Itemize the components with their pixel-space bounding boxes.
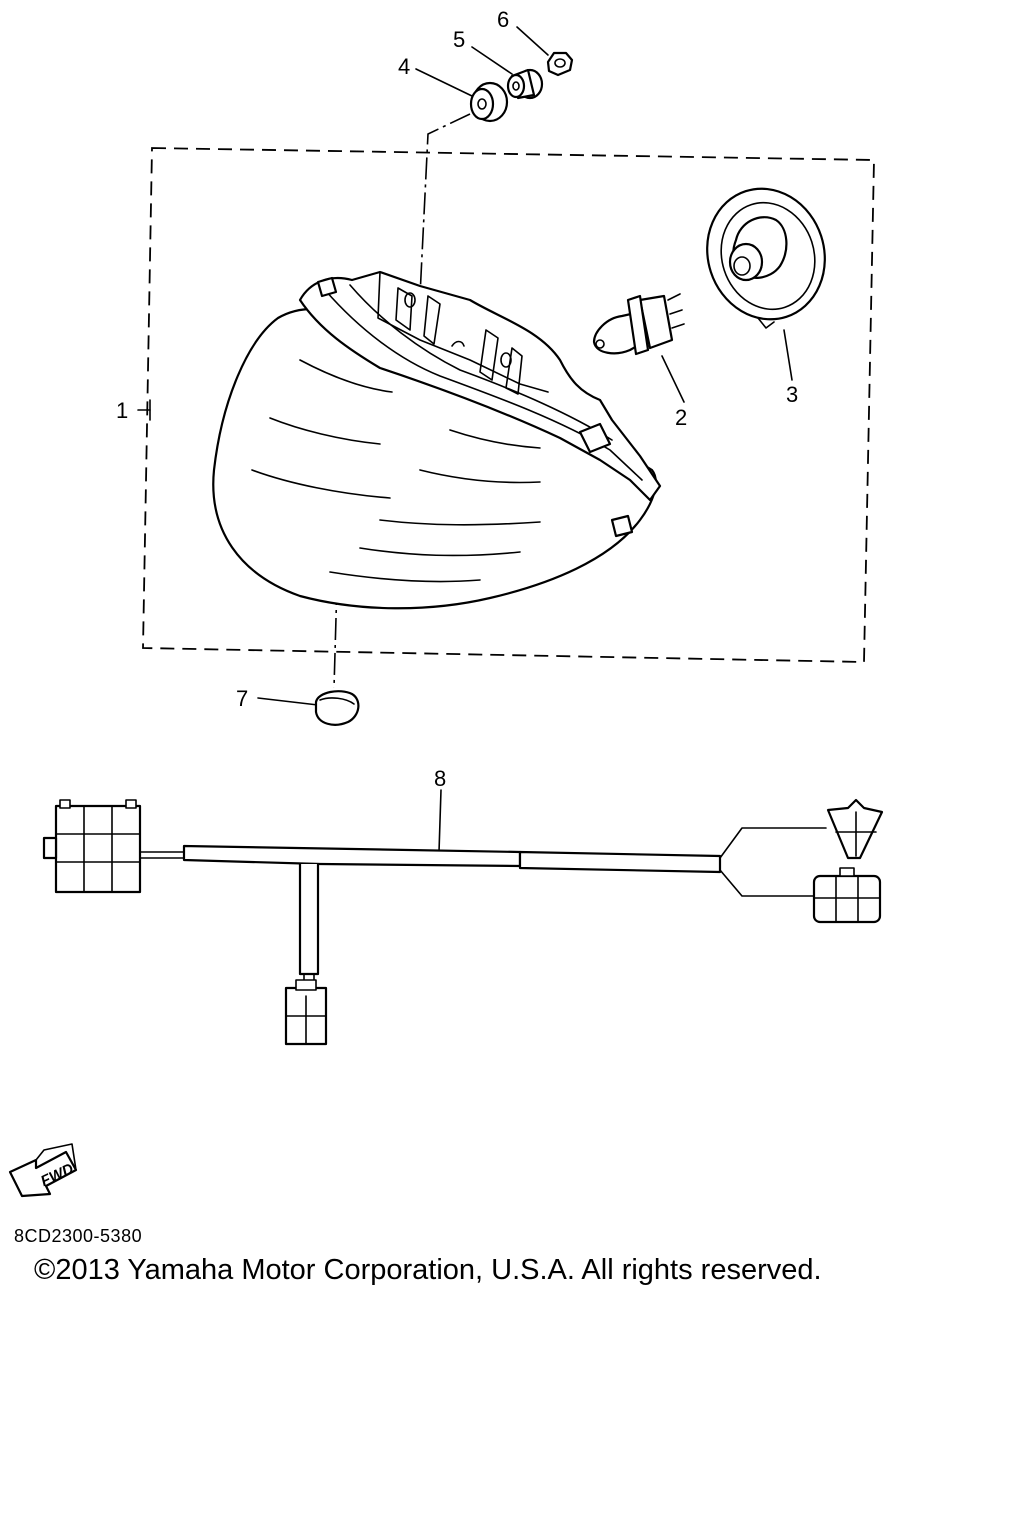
callout-8: 8 — [434, 766, 446, 791]
leader-7 — [257, 697, 319, 706]
part-4-grommet[interactable] — [469, 81, 509, 123]
diagram-code: 8CD2300-5380 — [14, 1226, 143, 1246]
leader-6 — [516, 26, 549, 56]
part-1-headlight-assembly[interactable] — [212, 270, 662, 610]
part-2-bulb[interactable] — [592, 293, 685, 356]
leader-4 — [415, 68, 473, 97]
leader-2 — [661, 355, 685, 403]
assembly-boundary — [142, 147, 875, 663]
part-7-grommet[interactable] — [314, 690, 360, 726]
part-8-wire-harness[interactable] — [42, 798, 884, 1046]
callout-7: 7 — [236, 686, 248, 711]
callout-6: 6 — [497, 7, 509, 32]
leader-3 — [783, 329, 793, 381]
leader-5 — [471, 46, 513, 75]
leader-8 — [438, 789, 442, 853]
callout-3: 3 — [786, 382, 798, 407]
callout-2: 2 — [675, 405, 687, 430]
callout-1: 1 — [116, 398, 128, 423]
callout-4: 4 — [398, 54, 410, 79]
part-6-nut[interactable] — [546, 51, 574, 77]
fwd-arrow-icon: FWD — [8, 1143, 78, 1198]
callout-5: 5 — [453, 27, 465, 52]
copyright-notice: ©2013 Yamaha Motor Corporation, U.S.A. A… — [34, 1254, 822, 1286]
part-5-collar[interactable] — [506, 68, 544, 100]
chain-line-7 — [333, 547, 339, 689]
part-3-bulb-cover[interactable] — [690, 173, 841, 334]
chain-line-4 — [419, 113, 471, 297]
